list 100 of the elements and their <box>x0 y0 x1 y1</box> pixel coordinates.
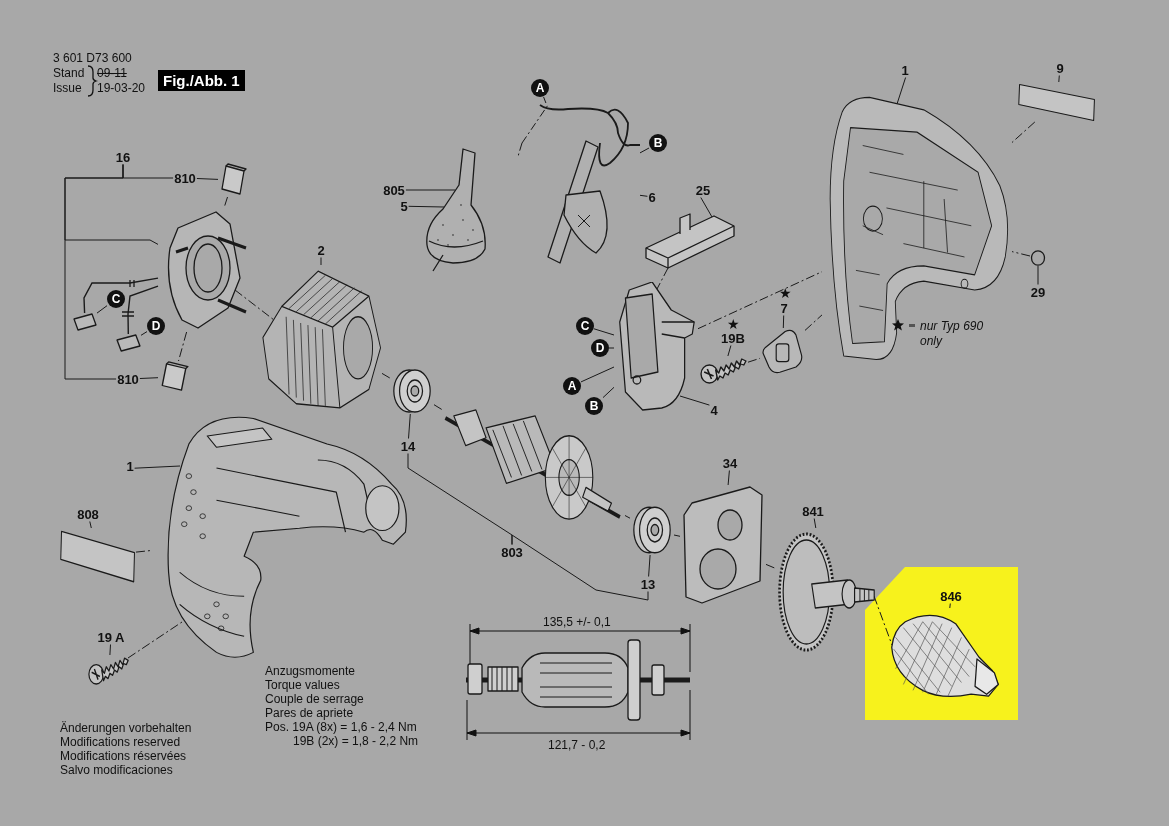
leader-line <box>1037 265 1039 285</box>
assembly-line <box>624 515 631 519</box>
callout-number: 13 <box>639 576 657 592</box>
callout-number: 16 <box>114 149 132 165</box>
callout-number: 810 <box>116 371 140 387</box>
callout-number: 805 <box>382 182 406 198</box>
callout-number: 19B <box>720 330 746 346</box>
assembly-line <box>433 404 443 411</box>
leader-line <box>813 518 817 529</box>
callout-number: 810 <box>173 170 197 186</box>
note-text: Torque values <box>265 679 340 691</box>
leader-line <box>727 470 730 486</box>
o-ring <box>1030 250 1046 266</box>
connector-letter: C <box>107 290 125 308</box>
leader-line <box>782 315 785 329</box>
callout-number: 2 <box>316 242 326 258</box>
connector-letter: A <box>531 79 549 97</box>
leader-line <box>89 521 92 529</box>
callout-number: 808 <box>76 506 100 522</box>
note-text: Modifications réservées <box>60 750 187 762</box>
screw-drawing <box>700 356 748 384</box>
leader-line <box>639 147 650 154</box>
connector-letter: B <box>585 397 603 415</box>
leader-line <box>134 465 181 469</box>
leader-line <box>96 305 108 314</box>
clip-drawing <box>760 328 805 374</box>
leader-line <box>109 644 111 656</box>
leader-line <box>127 285 159 335</box>
label-plate <box>60 528 136 584</box>
header-text: Issue <box>53 82 82 94</box>
callout-number: 4 <box>709 402 719 418</box>
connector-letter: C <box>576 317 594 335</box>
leader-line <box>64 164 124 380</box>
leader-line <box>511 534 649 601</box>
dimension-label: 135,5 +/- 0,1 <box>543 616 611 628</box>
dimension-label: 121,7 - 0,2 <box>548 739 606 751</box>
leader-line <box>83 277 159 314</box>
part-number: 3 601 D73 600 <box>53 52 132 64</box>
leader-line <box>896 77 907 105</box>
leader-line <box>639 194 648 197</box>
leader-line <box>408 205 445 208</box>
callout-number: 25 <box>694 182 712 198</box>
date-text: 19-03-20 <box>97 82 146 94</box>
callout-number: 7 <box>779 300 789 316</box>
callout-number: 5 <box>399 198 409 214</box>
connector-letter: B <box>649 134 667 152</box>
assembly-line <box>765 563 777 570</box>
assembly-line <box>127 621 183 659</box>
leader-line <box>140 331 148 336</box>
connector-letter: D <box>591 339 609 357</box>
leader-line <box>1058 75 1060 83</box>
callout-number: 9 <box>1055 60 1065 76</box>
assembly-line <box>673 534 681 537</box>
connector-letter: A <box>563 377 581 395</box>
note-text: Salvo modificaciones <box>60 764 173 776</box>
assembly-line <box>135 549 153 553</box>
connector-letter: D <box>147 317 165 335</box>
leader-line <box>700 197 713 218</box>
callout-number: 19 A <box>96 629 126 645</box>
star-mark: ★ <box>779 286 792 300</box>
note-text: Couple de serrage <box>265 693 364 705</box>
ball-bearing-drawing <box>630 505 674 555</box>
date-text: 09-11 <box>97 67 127 79</box>
leader-line <box>602 386 615 399</box>
assembly-line <box>804 314 823 331</box>
label-plate <box>1018 82 1096 122</box>
callout-number: 1 <box>900 62 910 78</box>
leader-line <box>580 366 615 383</box>
star-mark: ★ <box>727 317 740 331</box>
leader-line <box>139 377 159 379</box>
assembly-line <box>381 372 391 379</box>
screw-drawing <box>88 655 130 685</box>
leader-line <box>543 96 547 104</box>
assembly-line <box>178 331 188 362</box>
callout-number: 6 <box>647 189 657 205</box>
callout-number: 14 <box>399 438 417 454</box>
carbon-brush-drawing <box>218 163 248 197</box>
leader-line <box>320 257 322 266</box>
leader-line <box>608 347 615 349</box>
note-text: Änderungen vorbehalten <box>60 722 192 734</box>
leader-line <box>648 554 651 577</box>
figure-title: Fig./Abb. 1 <box>158 70 245 91</box>
leader-line <box>405 189 456 191</box>
leader-line <box>949 603 951 609</box>
assembly-line <box>697 271 823 330</box>
leader-line <box>196 178 219 180</box>
wire-terminal-drawing <box>116 334 141 352</box>
leader-line <box>593 328 615 336</box>
assembly-line <box>234 289 275 321</box>
assembly-line <box>747 357 761 363</box>
note-text: Pares de apriete <box>265 707 354 719</box>
callout-number: 1 <box>125 458 135 474</box>
note-text: Modifications reserved <box>60 736 181 748</box>
assembly-line <box>1011 121 1036 143</box>
assembly-line <box>1011 251 1031 257</box>
callout-number: 841 <box>801 503 825 519</box>
leader-line <box>727 345 732 357</box>
callout-number: 34 <box>721 455 739 471</box>
legend-text: nur Typ 690 only <box>920 319 985 349</box>
leader-line <box>408 413 411 439</box>
